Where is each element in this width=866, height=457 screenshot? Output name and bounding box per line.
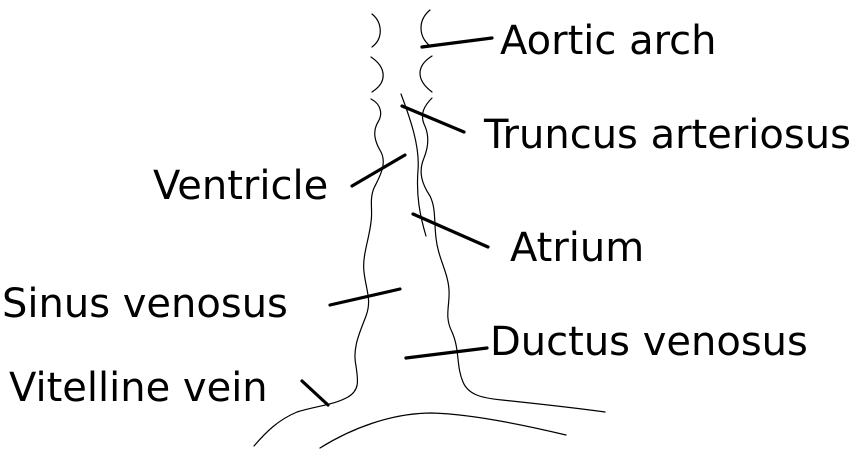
aortic-arch-outline <box>371 10 432 92</box>
leader-vitelline-vein <box>302 381 328 405</box>
label-sinus-venosus: Sinus venosus <box>2 281 288 327</box>
leader-truncus-arteriosus <box>402 106 464 132</box>
leader-ductus-venosus <box>406 348 487 358</box>
leader-aortic-arch <box>422 38 492 47</box>
label-atrium: Atrium <box>510 225 644 271</box>
vitelline-vein-lower-outline <box>320 413 566 448</box>
label-truncus-arteriosus: Truncus arteriosus <box>483 112 851 158</box>
label-aortic-arch: Aortic arch <box>500 18 717 64</box>
leader-ventricle <box>352 155 405 186</box>
leader-sinus-venosus <box>330 289 400 305</box>
heart-tube-left-wall <box>254 99 383 446</box>
label-ventricle: Ventricle <box>153 163 328 209</box>
label-vitelline-vein: Vitelline vein <box>9 365 268 411</box>
label-ductus-venosus: Ductus venosus <box>490 319 808 365</box>
